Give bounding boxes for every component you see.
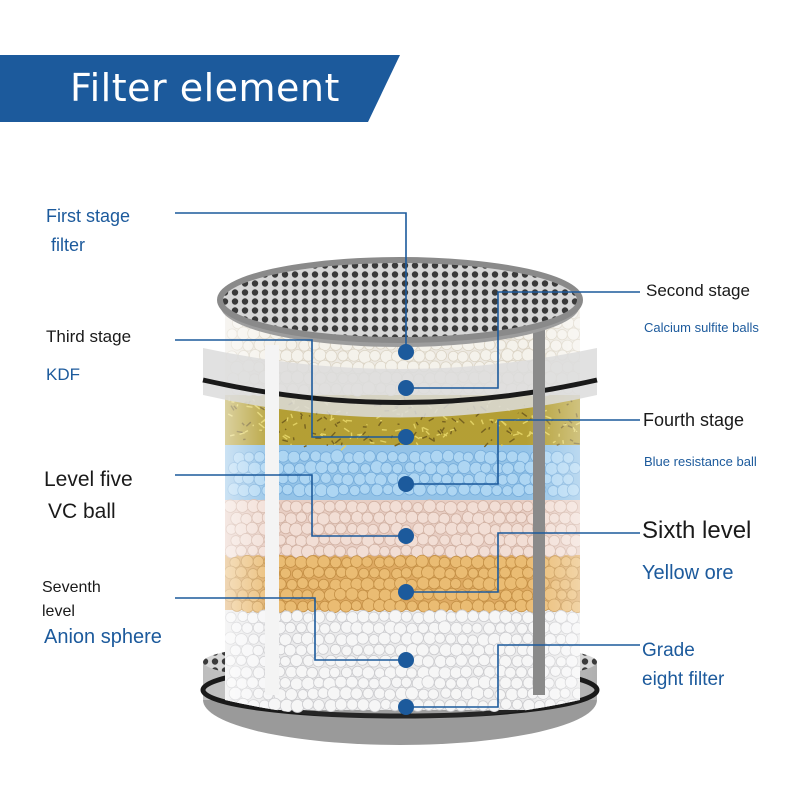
callout-dots <box>398 344 414 715</box>
callout-lines <box>175 212 640 708</box>
title-banner <box>0 55 400 122</box>
label-level-five: Level five VC ball <box>44 468 133 523</box>
label-seventh-level-sub: Anion sphere <box>44 626 162 648</box>
label-seventh-level: Seventh level <box>42 579 101 620</box>
right-frame <box>533 330 545 695</box>
top-mesh <box>220 260 580 340</box>
page-title: Filter element <box>70 66 340 110</box>
label-fourth-stage: Fourth stage <box>643 410 745 430</box>
label-third-stage-sub: KDF <box>46 365 80 384</box>
label-first-stage: First stage filter <box>46 206 131 255</box>
label-second-stage: Second stage <box>646 281 750 300</box>
left-frame <box>265 345 279 695</box>
label-grade-eight: Grade eight filter <box>642 640 725 690</box>
label-second-stage-sub: Calcium sulfite balls <box>644 320 759 335</box>
label-sixth-level: Sixth level <box>642 517 752 544</box>
label-sixth-level-sub: Yellow ore <box>642 562 734 584</box>
label-third-stage: Third stage <box>46 327 132 346</box>
label-fourth-stage-sub: Blue resistance ball <box>644 454 757 469</box>
